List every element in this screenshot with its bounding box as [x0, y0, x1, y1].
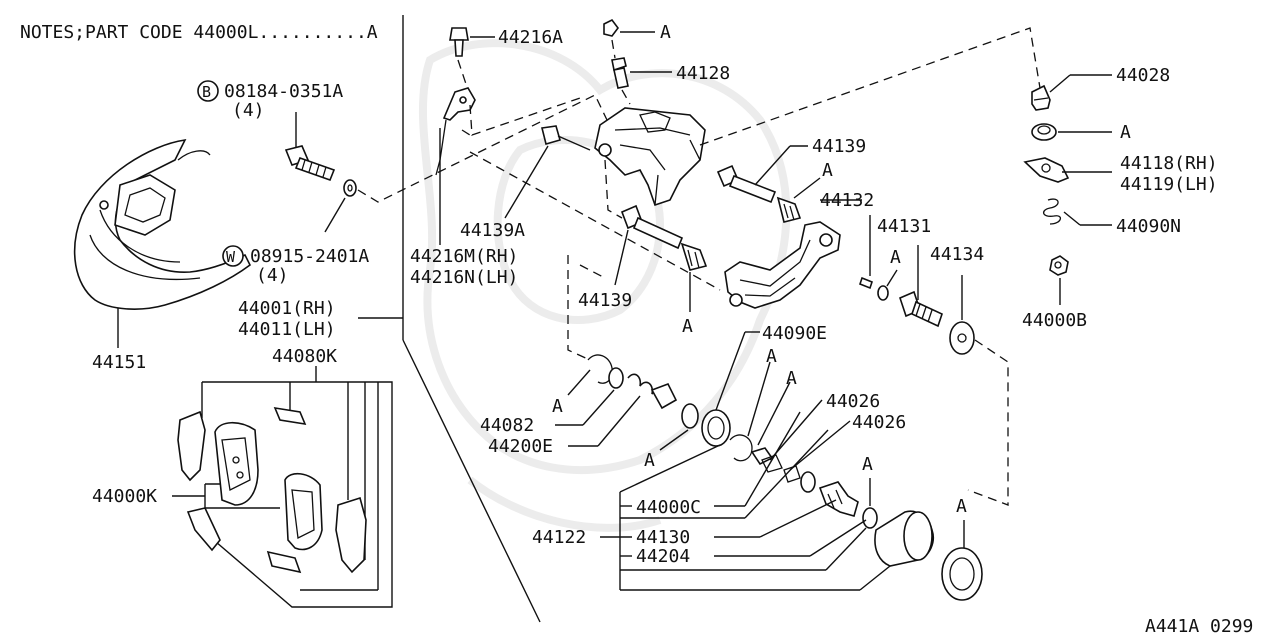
callout-44026-a: 44026 [826, 391, 880, 412]
washer-08915-2401A: W 08915-2401A (4) [222, 179, 369, 286]
callout-08915-2401A: 08915-2401A [250, 246, 369, 267]
callout-44216N: 44216N(LH) [410, 267, 518, 288]
callout-44000K: 44000K [92, 486, 157, 507]
callout-44132: 44132 [820, 190, 874, 211]
callout-44131: 44131 [877, 216, 931, 237]
callout-44119: 44119(LH) [1120, 174, 1218, 195]
callout-44001: 44001(RH) [238, 298, 336, 319]
callout-A-top: A [660, 22, 671, 43]
callout-A-44026: A [786, 368, 797, 389]
callout-A-44200E: A [644, 450, 655, 471]
callout-44204: 44204 [636, 546, 690, 567]
washer-symbol-w: W [226, 248, 236, 266]
dust-shield-44151: 44151 [73, 138, 252, 373]
pin-44132: 44132 [820, 190, 874, 290]
callout-A-seal: A [956, 496, 967, 517]
seal-A-44028: A [1031, 122, 1131, 143]
caliper-body-44001 [594, 107, 706, 207]
callout-A-44204: A [862, 454, 873, 475]
callout-44122: 44122 [532, 527, 586, 548]
nut-44000B: 44000B [1022, 255, 1087, 331]
bolt-08184-0351A: B 08184-0351A (4) [197, 80, 343, 182]
pad-kit-group: 44080K 44000K [92, 346, 393, 608]
adjuster-44131: A 44131 [877, 216, 943, 328]
callout-44128: 44128 [676, 63, 730, 84]
callout-44080K: 44080K [272, 346, 337, 367]
drawing-code: A441A 0299 [1145, 616, 1253, 637]
lever-44118-44119: 44118(RH) 44119(LH) [1023, 153, 1218, 195]
callout-44139-upper: 44139 [812, 136, 866, 157]
callout-44139A: 44139A [460, 220, 525, 241]
callout-44000B: 44000B [1022, 310, 1087, 331]
callout-44151: 44151 [92, 352, 146, 373]
callout-44216A: 44216A [498, 27, 563, 48]
caliper-support [724, 221, 841, 309]
callout-44000C: 44000C [636, 497, 701, 518]
callout-A-44139-lower: A [682, 316, 693, 337]
callout-44200E: 44200E [488, 436, 553, 457]
callout-44011: 44011(LH) [238, 319, 336, 340]
bolt-44139A: 44139A [460, 125, 591, 241]
callout-08184-0351A: 08184-0351A [224, 81, 343, 102]
callout-44118: 44118(RH) [1120, 153, 1218, 174]
piston-kit-leaders: 44000C 44122 44130 44204 [532, 411, 891, 591]
callout-A-44028: A [1120, 122, 1131, 143]
cap-44028: 44028 [1031, 65, 1170, 111]
callout-44139-lower: 44139 [578, 290, 632, 311]
bolt-44216A: 44216A [449, 27, 563, 91]
group-divider [358, 15, 541, 623]
bolt-symbol-b: B [202, 83, 211, 101]
callout-44130: 44130 [636, 527, 690, 548]
piston-seals-group: A 44082 44200E A 44090E A A 44026 [480, 323, 983, 601]
callout-A-44139: A [822, 160, 833, 181]
callout-44090E: 44090E [762, 323, 827, 344]
slide-pin-44139-lower: 44139 A [567, 204, 708, 361]
callout-44090N: 44090N [1116, 216, 1181, 237]
plate-44134: 44134 [930, 244, 1009, 506]
callout-A-44082: A [552, 396, 563, 417]
callout-08184-qty: (4) [232, 100, 265, 121]
callout-08915-qty: (4) [256, 265, 289, 286]
callout-44082: 44082 [480, 415, 534, 436]
bleeder-cap-and-screw: A 44128 [603, 18, 730, 105]
callout-44216M: 44216M(RH) [410, 246, 518, 267]
spring-44090N: 44090N [1043, 198, 1181, 237]
callout-A-44131: A [890, 247, 901, 268]
callout-44026-b: 44026 [852, 412, 906, 433]
callout-44134: 44134 [930, 244, 984, 265]
notes-text: NOTES;PART CODE 44000L..........A [20, 22, 378, 43]
callout-A-44090E: A [766, 346, 777, 367]
bracket-44216M-N: 44216M(RH) 44216N(LH) [410, 87, 581, 288]
slide-pin-44139-upper: 44139 A [716, 136, 866, 223]
callout-44028: 44028 [1116, 65, 1170, 86]
